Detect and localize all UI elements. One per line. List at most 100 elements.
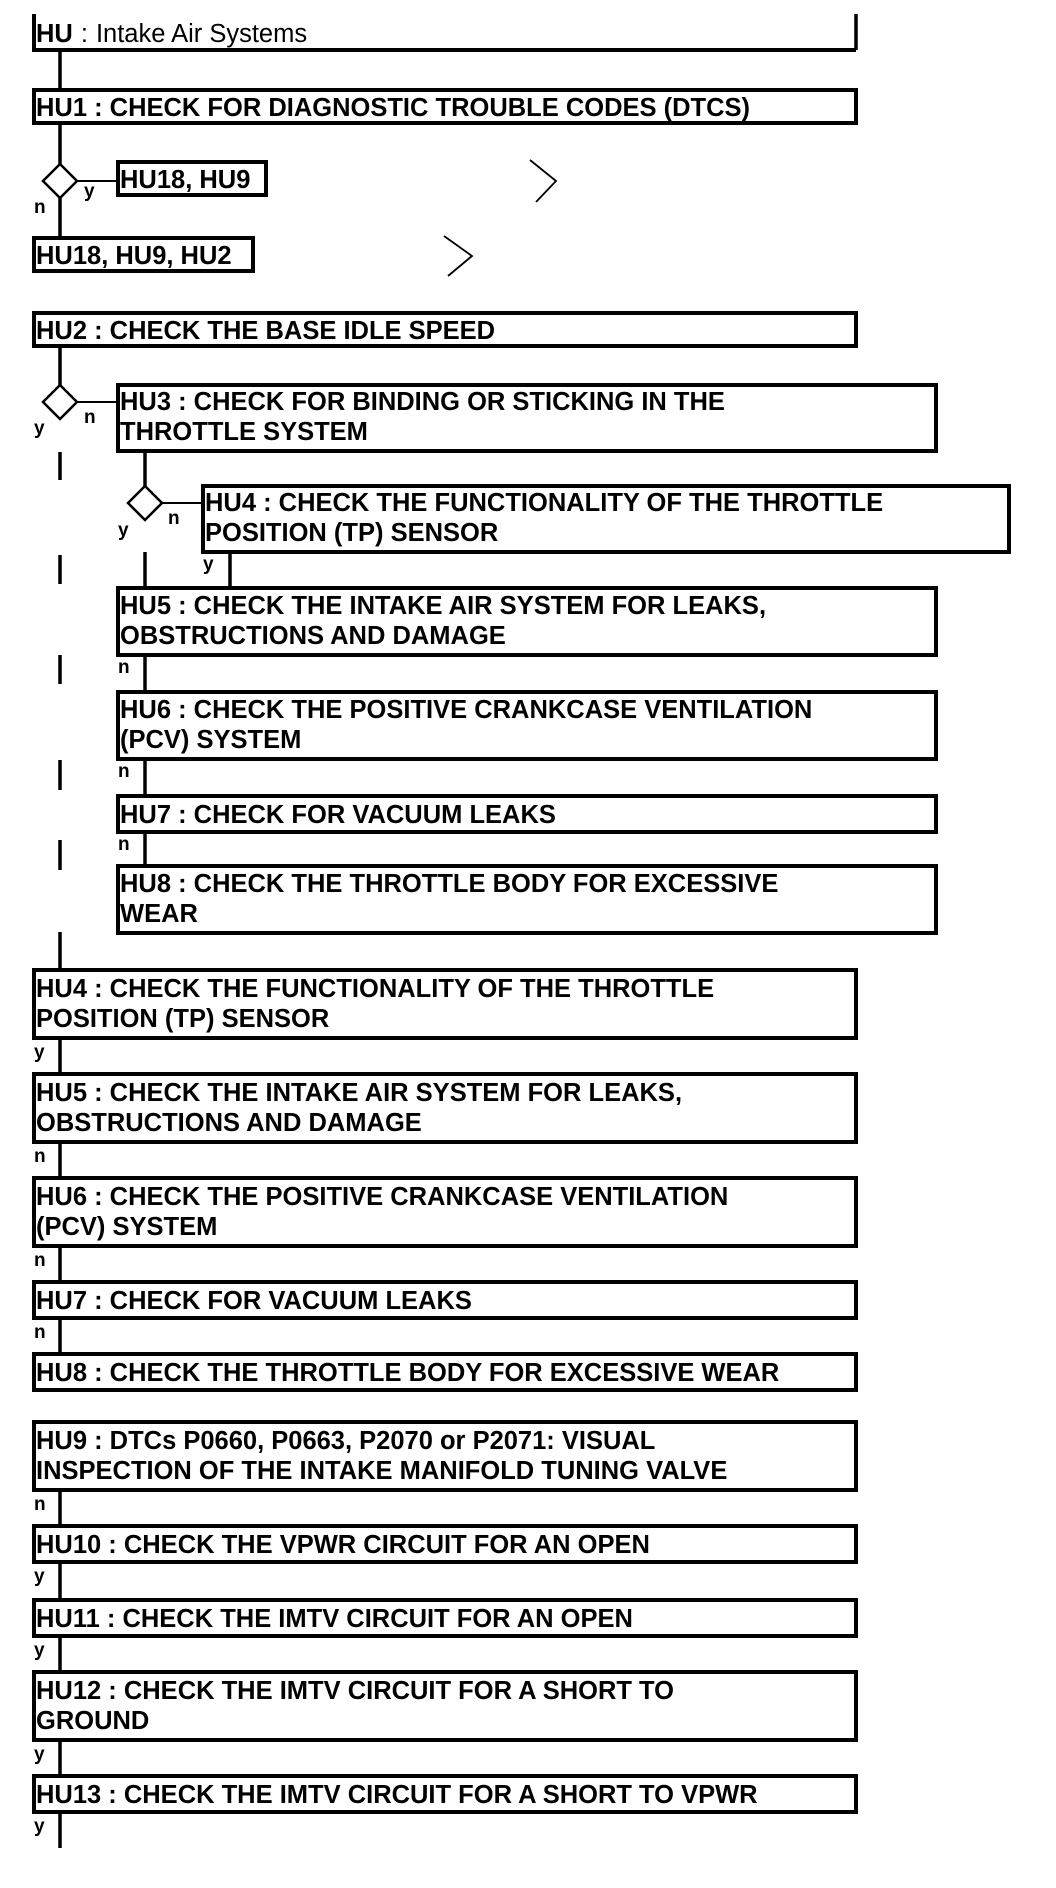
label-hu6-inner-out: n <box>118 761 130 782</box>
svg-text:HU8 : CHECK THE THROTTLE BODY: HU8 : CHECK THE THROTTLE BODY FOR EXCESS… <box>120 870 778 928</box>
step-hu6-line1: HU6 : CHECK THE POSITIVE CRANKCASE VENTI… <box>36 1183 728 1211</box>
label-hu7-inner-out: n <box>118 834 130 855</box>
svg-text:HU10 : CHECK THE VPWR CIRCUIT: HU10 : CHECK THE VPWR CIRCUIT FOR AN OPE… <box>36 1531 650 1559</box>
step-hu1-yes-line1: HU18, HU9 <box>120 166 250 194</box>
step-hu2-line1: HU2 : CHECK THE BASE IDLE SPEED <box>36 317 495 345</box>
svg-text:HU7 : CHECK FOR VACUUM LEAKS: HU7 : CHECK FOR VACUUM LEAKS <box>120 801 556 829</box>
step-hu5-inner-line2: OBSTRUCTIONS AND DAMAGE <box>120 622 506 650</box>
label-hu13-out: y <box>34 1816 45 1837</box>
step-hu5-inner-line1: HU5 : CHECK THE INTAKE AIR SYSTEM FOR LE… <box>120 592 766 620</box>
step-hu6-line2: (PCV) SYSTEM <box>36 1213 217 1241</box>
title-text: HU: Intake Air Systems <box>36 20 307 48</box>
step-hu4: HU4 : CHECK THE FUNCTIONALITY OF THE THR… <box>32 968 858 1040</box>
step-hu11: HU11 : CHECK THE IMTV CIRCUIT FOR AN OPE… <box>32 1598 858 1638</box>
title-box: HU: Intake Air Systems <box>32 14 856 52</box>
step-hu9-line2: INSPECTION OF THE INTAKE MANIFOLD TUNING… <box>36 1457 727 1485</box>
step-hu3: HU3 : CHECK FOR BINDING OR STICKING IN T… <box>116 383 938 453</box>
step-hu9: HU9 : DTCs P0660, P0663, P2070 or P2071:… <box>32 1420 858 1492</box>
title-code: HU <box>36 20 73 48</box>
step-hu1: HU1 : CHECK FOR DIAGNOSTIC TROUBLE CODES… <box>32 88 858 125</box>
branch-labels: n y y n y n y n n n y n n n n y y y y <box>34 181 214 1837</box>
svg-text:HU5 : CHECK THE INTAKE AIR SYS: HU5 : CHECK THE INTAKE AIR SYSTEM FOR LE… <box>120 592 766 650</box>
chevron-right-icon <box>529 159 558 203</box>
step-hu1-no: HU18, HU9, HU2 <box>32 236 255 273</box>
step-hu1-no-line1: HU18, HU9, HU2 <box>36 242 232 270</box>
connector-lines <box>58 14 858 1848</box>
step-hu10-line1: HU10 : CHECK THE VPWR CIRCUIT FOR AN OPE… <box>36 1531 650 1559</box>
step-hu7-line1: HU7 : CHECK FOR VACUUM LEAKS <box>36 1287 472 1315</box>
svg-text:HU18, HU9, HU2: HU18, HU9, HU2 <box>36 242 232 270</box>
step-hu4-line1: HU4 : CHECK THE FUNCTIONALITY OF THE THR… <box>36 975 714 1003</box>
step-hu12-line2: GROUND <box>36 1707 149 1735</box>
step-hu4-line2: POSITION (TP) SENSOR <box>36 1005 329 1033</box>
label-d3-no: n <box>168 508 180 529</box>
step-hu4-inner-line1: HU4 : CHECK THE FUNCTIONALITY OF THE THR… <box>205 489 883 517</box>
label-hu5-inner-out: n <box>118 657 130 678</box>
step-hu4-inner-line2: POSITION (TP) SENSOR <box>205 519 498 547</box>
step-hu12-line1: HU12 : CHECK THE IMTV CIRCUIT FOR A SHOR… <box>36 1677 674 1705</box>
svg-text:HU11 : CHECK THE IMTV CIRCUIT: HU11 : CHECK THE IMTV CIRCUIT FOR AN OPE… <box>36 1605 633 1633</box>
step-hu6-inner: HU6 : CHECK THE POSITIVE CRANKCASE VENTI… <box>116 690 938 761</box>
svg-text:HU3 : CHECK FOR BINDING OR STI: HU3 : CHECK FOR BINDING OR STICKING IN T… <box>120 388 725 446</box>
step-hu8: HU8 : CHECK THE THROTTLE BODY FOR EXCESS… <box>32 1352 858 1392</box>
chevron-right-icon <box>443 235 474 277</box>
step-hu7: HU7 : CHECK FOR VACUUM LEAKS <box>32 1280 858 1320</box>
step-hu8-inner-line2: WEAR <box>120 900 198 928</box>
step-hu8-inner-line1: HU8 : CHECK THE THROTTLE BODY FOR EXCESS… <box>120 870 778 898</box>
label-hu10-out: y <box>34 1566 45 1587</box>
label-d3-yes: y <box>118 520 129 541</box>
step-hu1-line1: HU1 : CHECK FOR DIAGNOSTIC TROUBLE CODES… <box>36 94 750 122</box>
label-hu4-inner-out: y <box>203 554 214 575</box>
label-hu12-out: y <box>34 1744 45 1765</box>
title-separator: : <box>81 20 88 48</box>
step-hu3-line1: HU3 : CHECK FOR BINDING OR STICKING IN T… <box>120 388 725 416</box>
decision-diamond-2 <box>41 383 79 421</box>
svg-text:HU12 : CHECK THE IMTV CIRCUIT: HU12 : CHECK THE IMTV CIRCUIT FOR A SHOR… <box>36 1677 674 1735</box>
svg-text:HU2 : CHECK THE BASE IDLE SPEE: HU2 : CHECK THE BASE IDLE SPEED <box>36 317 495 345</box>
svg-text:HU18, HU9: HU18, HU9 <box>120 166 250 194</box>
step-hu7-inner: HU7 : CHECK FOR VACUUM LEAKS <box>116 794 938 834</box>
step-hu11-line1: HU11 : CHECK THE IMTV CIRCUIT FOR AN OPE… <box>36 1605 633 1633</box>
label-hu4-out: y <box>34 1042 45 1063</box>
step-hu9-line1: HU9 : DTCs P0660, P0663, P2070 or P2071:… <box>36 1427 655 1455</box>
step-hu6-inner-line1: HU6 : CHECK THE POSITIVE CRANKCASE VENTI… <box>120 696 812 724</box>
step-hu13-line1: HU13 : CHECK THE IMTV CIRCUIT FOR A SHOR… <box>36 1781 758 1809</box>
svg-text:HU4 : CHECK THE FUNCTIONALITY: HU4 : CHECK THE FUNCTIONALITY OF THE THR… <box>205 489 883 547</box>
svg-text:HU7 : CHECK FOR VACUUM LEAKS: HU7 : CHECK FOR VACUUM LEAKS <box>36 1287 472 1315</box>
label-hu6-out: n <box>34 1250 46 1271</box>
step-hu5-inner: HU5 : CHECK THE INTAKE AIR SYSTEM FOR LE… <box>116 586 938 657</box>
step-hu6-inner-line2: (PCV) SYSTEM <box>120 726 301 754</box>
step-hu13: HU13 : CHECK THE IMTV CIRCUIT FOR A SHOR… <box>32 1774 858 1814</box>
step-hu3-line2: THROTTLE SYSTEM <box>120 418 368 446</box>
step-hu8-line1: HU8 : CHECK THE THROTTLE BODY FOR EXCESS… <box>36 1359 779 1387</box>
label-d1-yes: y <box>84 181 95 202</box>
decision-diamond-1 <box>41 162 79 200</box>
step-hu5: HU5 : CHECK THE INTAKE AIR SYSTEM FOR LE… <box>32 1072 858 1144</box>
label-hu9-out: n <box>34 1494 46 1515</box>
label-hu5-out: n <box>34 1146 46 1167</box>
label-hu11-out: y <box>34 1640 45 1661</box>
svg-text:HU9 : DTCs P0660, P0663, P2070: HU9 : DTCs P0660, P0663, P2070 or P2071:… <box>36 1427 727 1485</box>
step-hu4-inner: HU4 : CHECK THE FUNCTIONALITY OF THE THR… <box>201 484 1011 554</box>
step-hu1-yes: HU18, HU9 <box>116 160 268 197</box>
svg-text:HU8 : CHECK THE THROTTLE BODY: HU8 : CHECK THE THROTTLE BODY FOR EXCESS… <box>36 1359 779 1387</box>
step-hu10: HU10 : CHECK THE VPWR CIRCUIT FOR AN OPE… <box>32 1524 858 1564</box>
step-hu5-line1: HU5 : CHECK THE INTAKE AIR SYSTEM FOR LE… <box>36 1079 682 1107</box>
label-d2-yes: y <box>34 418 45 439</box>
label-hu7-out: n <box>34 1322 46 1343</box>
title-name: Intake Air Systems <box>96 20 307 48</box>
step-hu8-inner: HU8 : CHECK THE THROTTLE BODY FOR EXCESS… <box>116 864 938 935</box>
label-d2-no: n <box>84 407 96 428</box>
svg-text:HU6 : CHECK THE POSITIVE CRANK: HU6 : CHECK THE POSITIVE CRANKCASE VENTI… <box>120 696 812 754</box>
svg-text:HU6 : CHECK THE POSITIVE CRANK: HU6 : CHECK THE POSITIVE CRANKCASE VENTI… <box>36 1183 728 1241</box>
svg-text:HU5 : CHECK THE INTAKE AIR SYS: HU5 : CHECK THE INTAKE AIR SYSTEM FOR LE… <box>36 1079 682 1137</box>
step-hu12: HU12 : CHECK THE IMTV CIRCUIT FOR A SHOR… <box>32 1670 858 1742</box>
decision-diamond-3 <box>126 484 164 522</box>
svg-text:HU1 : CHECK FOR DIAGNOSTIC TRO: HU1 : CHECK FOR DIAGNOSTIC TROUBLE CODES… <box>36 94 750 122</box>
step-hu7-inner-line1: HU7 : CHECK FOR VACUUM LEAKS <box>120 801 556 829</box>
step-hu6: HU6 : CHECK THE POSITIVE CRANKCASE VENTI… <box>32 1176 858 1248</box>
step-hu2: HU2 : CHECK THE BASE IDLE SPEED <box>32 311 858 348</box>
step-hu5-line2: OBSTRUCTIONS AND DAMAGE <box>36 1109 422 1137</box>
label-d1-no: n <box>34 197 46 218</box>
